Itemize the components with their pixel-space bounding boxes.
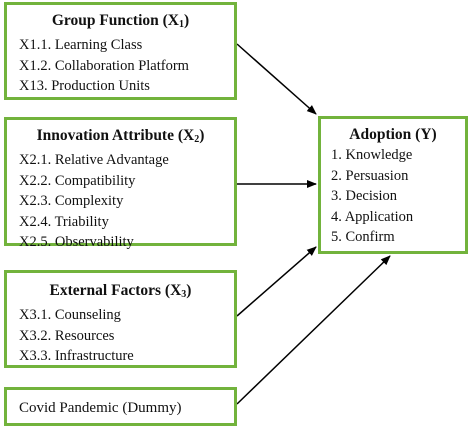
external-factors-title-subscript: 3 — [181, 289, 187, 300]
external-factors-title: External Factors (X3) — [7, 281, 234, 304]
group-function-item-1: X1.1. Learning Class — [19, 37, 143, 53]
adoption-item-5: 5. Confirm — [331, 229, 395, 245]
arrow-x3-to-y — [236, 246, 317, 317]
innovation-attribute-title-close: ) — [199, 127, 205, 144]
adoption-item-2: 2. Persuasion — [331, 167, 409, 184]
covid-pandemic-box: Covid Pandemic (Dummy) — [4, 387, 237, 426]
group-function-item-2: X1.2. Collaboration Platform — [19, 57, 189, 74]
adoption-item-3: 3. Decision — [331, 188, 398, 204]
arrow-dummy-to-y — [236, 255, 391, 405]
group-function-title-subscript: 1 — [179, 19, 184, 30]
innovation-attribute-item-5: X2.5. Observability — [19, 234, 134, 250]
innovation-attribute-title-subscript: 2 — [194, 134, 200, 145]
innovation-attribute-item-2: X2.2. Compatibility — [19, 172, 136, 189]
innovation-attribute-item-4: X2.4. Triability — [19, 213, 109, 230]
external-factors-title-text: External Factors (X — [49, 282, 182, 299]
external-factors-title-close: ) — [186, 282, 192, 299]
external-factors-item-2: X3.2. Resources — [19, 327, 115, 344]
group-function-title: Group Function (X1) — [7, 11, 234, 34]
adoption-box: Adoption (Y) 1. Knowledge 2. Persuasion … — [318, 116, 468, 254]
group-function-title-text: Group Function (X — [51, 12, 179, 29]
group-function-title-close: ) — [184, 12, 190, 29]
external-factors-item-1: X3.1. Counseling — [19, 307, 121, 323]
innovation-attribute-title-text: Innovation Attribute (X — [36, 127, 195, 144]
group-function-item-3: X13. Production Units — [19, 78, 150, 94]
innovation-attribute-item-1: X2.1. Relative Advantage — [19, 152, 169, 168]
arrow-x1-to-y — [236, 43, 317, 115]
adoption-item-1: 1. Knowledge — [331, 147, 413, 163]
innovation-attribute-item-3: X2.3. Complexity — [19, 193, 124, 209]
covid-pandemic-label: Covid Pandemic (Dummy) — [19, 400, 182, 416]
group-function-box: Group Function (X1) X1.1. Learning Class… — [4, 2, 237, 100]
innovation-attribute-box: Innovation Attribute (X2) X2.1. Relative… — [4, 117, 237, 250]
external-factors-box: External Factors (X3) X3.1. Counseling X… — [4, 270, 237, 368]
adoption-item-4: 4. Application — [331, 208, 414, 225]
adoption-title: Adoption (Y) — [349, 126, 437, 143]
external-factors-item-3: X3.3. Infrastructure — [19, 348, 134, 364]
innovation-attribute-title: Innovation Attribute (X2) — [7, 126, 234, 149]
